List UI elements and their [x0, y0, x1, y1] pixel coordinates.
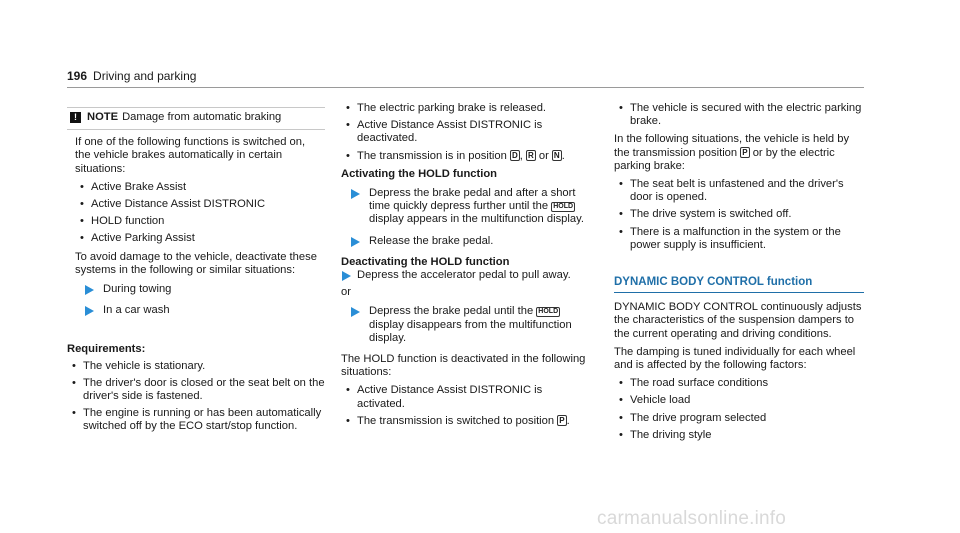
step-text: Depress the brake pedal and after a shor… — [369, 187, 591, 227]
list-item: The electric parking brake is released. — [341, 102, 591, 115]
list-item: The engine is running or has been automa… — [67, 407, 327, 433]
gear-p-indicator: P — [557, 414, 567, 426]
note-intro: If one of the following functions is swi… — [75, 136, 306, 175]
page-number: 196 — [67, 69, 88, 83]
list-item: HOLD function — [75, 215, 317, 228]
note-box: ! NOTE Damage from automatic braking If … — [67, 107, 325, 329]
header-divider — [67, 87, 864, 88]
list-item: Active Distance Assist DISTRONIC — [75, 198, 317, 211]
note-label: NOTE — [87, 111, 119, 123]
transmission-text: The transmission is switched to position — [357, 414, 555, 427]
gear-p-indicator: P — [740, 146, 750, 158]
activating-step-2: Release the brake pedal. — [341, 235, 591, 248]
or-text: or — [538, 149, 549, 162]
gear-n-indicator: N — [551, 149, 562, 161]
list-item: Vehicle load — [614, 394, 864, 407]
list-item: There is a malfunction in the system or … — [614, 226, 864, 252]
note-header: ! NOTE Damage from automatic braking — [67, 108, 325, 131]
held-intro-a: In the following situations, the vehicle… — [614, 133, 850, 159]
action-arrow-icon — [350, 235, 361, 247]
gear-d-indicator: D — [509, 149, 520, 161]
activating-step-1: Depress the brake pedal and after a shor… — [341, 187, 591, 227]
list-item: The drive program selected — [614, 412, 864, 425]
period: . — [561, 149, 565, 162]
column-left: ! NOTE Damage from automatic braking If … — [67, 107, 327, 439]
held-intro: In the following situations, the vehicle… — [614, 133, 864, 173]
action-arrow-icon — [350, 305, 361, 318]
step-text: Depress the brake pedal until the HOLD d… — [369, 305, 591, 345]
transmission-text: The transmission is in position — [357, 149, 507, 162]
warning-icon: ! — [70, 112, 81, 124]
requirements-heading: Requirements: — [67, 343, 146, 356]
list-item: The driving style — [614, 429, 864, 442]
auto-deactivation-list-continued: The vehicle is secured with the electric… — [614, 102, 864, 128]
deactivating-step-2: Depress the brake pedal until the HOLD d… — [341, 305, 591, 345]
requirements-list: The vehicle is stationary. The driver's … — [67, 360, 327, 434]
step-text: Depress the accelerator pedal to pull aw… — [357, 269, 571, 282]
note-function-list: Active Brake Assist Active Distance Assi… — [75, 181, 317, 246]
list-item: The transmission is in position D, R or … — [341, 149, 591, 163]
separator: , — [519, 149, 523, 162]
action-arrow-icon — [350, 187, 361, 200]
action-arrow-icon — [84, 304, 95, 317]
step-text-b: display disappears from the multifunctio… — [369, 318, 572, 344]
dbc-intro: DYNAMIC BODY CONTROL continuously adjust… — [614, 301, 862, 340]
hold-indicator-icon: HOLD — [551, 202, 576, 213]
note-title: Damage from automatic braking — [122, 111, 282, 123]
list-item: The driver's door is closed or the seat … — [67, 377, 327, 403]
deactivating-step-1: Depress the accelerator pedal to pull aw… — [341, 269, 591, 282]
activating-heading: Activating the HOLD function — [341, 167, 497, 180]
list-item: Active Brake Assist — [75, 181, 317, 194]
dbc-section-heading: DYNAMIC BODY CONTROL function — [614, 276, 864, 294]
list-item: The vehicle is secured with the electric… — [614, 102, 864, 128]
step-text-a: Depress the brake pedal until the — [369, 305, 534, 318]
dbc-tuned: The damping is tuned individually for ea… — [614, 345, 856, 372]
list-item: The vehicle is stationary. — [67, 360, 327, 373]
hold-indicator-icon: HOLD — [536, 307, 561, 318]
note-advice: To avoid damage to the vehicle, deactiva… — [75, 250, 317, 276]
list-item: The transmission is switched to position… — [341, 414, 591, 428]
list-item: Active Distance Assist DISTRONIC is deac… — [341, 119, 591, 145]
gear-r-indicator: R — [525, 149, 536, 161]
page-header: 196 Driving and parking — [67, 69, 197, 83]
watermark: carmanualsonline.info — [597, 508, 787, 529]
dbc-factors-list: The road surface conditions Vehicle load… — [614, 377, 864, 442]
action-arrow-icon — [341, 269, 352, 282]
note-situation-step: In a car wash — [75, 304, 317, 317]
column-middle: The electric parking brake is released. … — [341, 102, 591, 433]
section-title: Driving and parking — [93, 69, 197, 83]
held-intro-b: or by the electric parking brake: — [614, 146, 835, 172]
list-item: The seat belt is unfastened and the driv… — [614, 178, 864, 204]
requirements-list-continued: The electric parking brake is released. … — [341, 102, 591, 163]
situation-text: In a car wash — [103, 304, 170, 317]
column-right: The vehicle is secured with the electric… — [614, 102, 864, 447]
situation-text: During towing — [103, 283, 172, 296]
auto-deactivation-list: Active Distance Assist DISTRONIC is acti… — [341, 384, 591, 428]
step-text: Release the brake pedal. — [369, 234, 494, 247]
auto-deactivation-intro: The HOLD function is deactivated in the … — [341, 353, 586, 379]
period: . — [566, 414, 570, 427]
note-situation-step: During towing — [75, 283, 317, 296]
deactivating-heading: Deactivating the HOLD function — [341, 255, 510, 268]
list-item: Active Distance Assist DISTRONIC is acti… — [341, 384, 591, 410]
note-body: If one of the following functions is swi… — [67, 130, 325, 329]
list-item: Active Parking Assist — [75, 232, 317, 245]
step-text-a: Depress the brake pedal and after a shor… — [369, 187, 576, 213]
step-text-b: display appears in the multifunction dis… — [369, 213, 584, 226]
action-arrow-icon — [84, 283, 95, 296]
held-list: The seat belt is unfastened and the driv… — [614, 178, 864, 252]
list-item: The drive system is switched off. — [614, 208, 864, 221]
or-text: or — [341, 286, 351, 299]
list-item: The road surface conditions — [614, 377, 864, 390]
